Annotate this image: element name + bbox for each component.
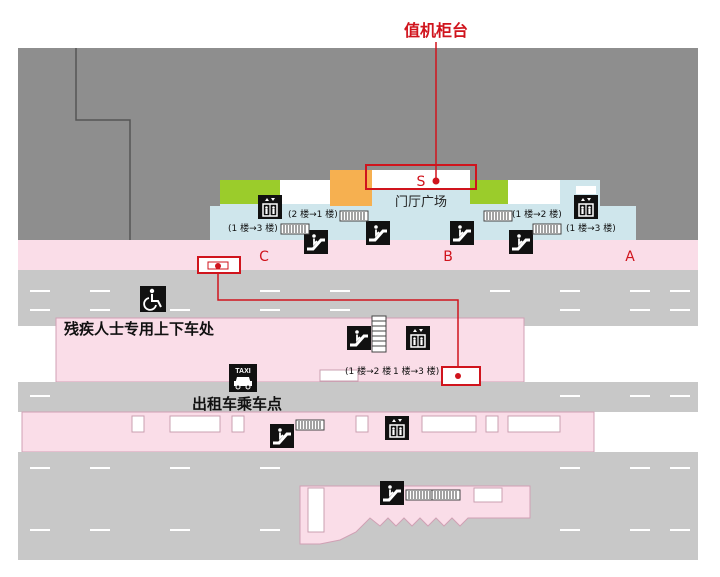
entrance-c: C <box>259 249 269 265</box>
lane-markings <box>30 290 690 531</box>
white-tab <box>576 186 596 194</box>
accessible-dropoff-label: 残疾人士专用上下车处 <box>64 320 215 338</box>
escalator-icon <box>507 228 535 256</box>
taxi-sign-text: TAXI <box>235 368 250 375</box>
route-floor-1-to-3-right: (1 楼→3 楼) <box>566 222 616 234</box>
taxi-icon: TAXI <box>229 364 257 392</box>
white-zone-left <box>280 180 330 204</box>
stairs-icon <box>431 489 461 501</box>
elevator-icon <box>573 194 599 220</box>
route-island-1-to-3: 1 楼→3 楼) <box>393 365 439 377</box>
entrance-b: B <box>443 249 453 265</box>
escalator-icon <box>378 479 406 507</box>
escalator-icon <box>448 219 476 247</box>
route-floor-1-to-2: (1 楼→2 楼) <box>512 208 562 220</box>
island-booth <box>355 415 369 433</box>
building-outline <box>75 48 131 240</box>
island-booth <box>473 487 503 503</box>
stairs-icon <box>280 223 310 235</box>
escalator-icon <box>364 219 392 247</box>
taxi-label: 出租车乘车点 <box>192 395 282 413</box>
white-zone-right <box>508 180 560 204</box>
checkin-counter-label: 值机柜台 <box>404 21 468 40</box>
stairs-icon <box>339 210 369 222</box>
stairs-icon <box>371 315 387 353</box>
island-booth <box>507 415 561 433</box>
island-booth <box>319 369 359 382</box>
stairs-icon <box>532 223 562 235</box>
checkin-counter-highlight[interactable] <box>365 164 477 190</box>
road-lane-1 <box>18 270 698 326</box>
stairs-treads <box>372 320 386 347</box>
counter-area <box>372 170 470 190</box>
elevator-icon <box>384 415 410 441</box>
counter-code: S <box>417 174 426 190</box>
dropoff-marker <box>215 263 221 269</box>
elevator-icon <box>257 194 283 220</box>
island-marker <box>455 373 461 379</box>
counter-marker <box>432 177 440 185</box>
route-floor-1-to-3-left: (1 楼→3 楼) <box>228 222 278 234</box>
stairs-icon <box>483 210 513 222</box>
island-booth <box>485 415 499 433</box>
island-booth <box>131 415 145 433</box>
island-booth <box>169 415 221 433</box>
entrance-a: A <box>625 249 635 265</box>
island-booth <box>421 415 477 433</box>
stairs-icon <box>295 419 325 431</box>
route-floor-2-to-1: (2 楼→1 楼) <box>288 208 338 220</box>
route-lines <box>217 42 459 374</box>
elevator-icon <box>405 325 431 351</box>
departure-walkway <box>18 240 698 270</box>
lower-island <box>299 485 531 545</box>
escalator-icon <box>345 324 373 352</box>
route-island-1-to-2: (1 楼→2 楼 <box>345 365 391 377</box>
plaza-label: 门厅广场 <box>395 195 447 210</box>
island-booth <box>307 487 325 533</box>
stairs-icon <box>405 489 435 501</box>
escalator-icon <box>268 422 296 450</box>
island-booth <box>231 415 245 433</box>
road-lane-2 <box>18 382 698 412</box>
wheelchair-icon <box>140 286 166 312</box>
